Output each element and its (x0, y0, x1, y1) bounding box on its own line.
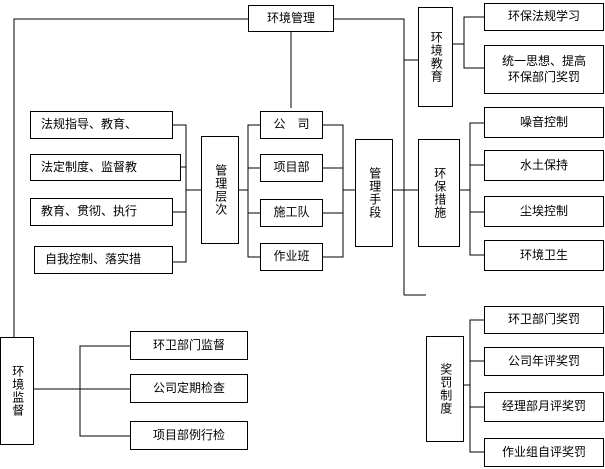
root-node: 环境管理 (248, 5, 334, 32)
education-item-laws: 环保法规学习 (484, 3, 604, 31)
connector-root-to-right-spine (334, 18, 405, 108)
duty-project-dept: 法定制度、监督教 (30, 154, 181, 181)
connector-duties-bracket (173, 124, 187, 263)
connector-education-bracket (463, 16, 484, 69)
supervision-sanitation-dept: 环卫部门监督 (130, 331, 248, 360)
rewards-label: 奖罚制度 (426, 336, 464, 442)
education-label: 环境教育 (418, 7, 453, 107)
duty-work-crew: 自我控制、落实措 (34, 246, 173, 274)
rewards-sanitation-dept: 环卫部门奖罚 (484, 306, 604, 334)
measures-dust: 尘埃控制 (484, 196, 604, 227)
duty-company: 法规指导、教育、 (30, 111, 173, 139)
education-item-rewards-line2: 环保部门奖罚 (507, 69, 580, 84)
connector-supervision-bracket (79, 345, 130, 437)
measures-noise: 噪音控制 (484, 107, 604, 138)
education-item-rewards-line1: 统一思想、提高 (501, 53, 586, 68)
duty-construction-team: 教育、贯彻、执行 (30, 198, 173, 226)
supervision-company-check: 公司定期检查 (130, 374, 248, 403)
level-work-crew: 作业班 (260, 243, 323, 271)
means-label: 管理手段 (355, 139, 393, 247)
levels-label: 管理层次 (201, 136, 239, 244)
supervision-project-check: 项目部例行检 (130, 421, 248, 450)
supervision-label: 环境监督 (0, 337, 34, 445)
education-item-rewards: 统一思想、提高 环保部门奖罚 (484, 45, 604, 94)
rewards-company-annual: 公司年评奖罚 (484, 347, 604, 376)
connector-rewards-bracket (469, 319, 484, 453)
connector-measures-bracket (469, 122, 484, 256)
connector-levels-to-means-bracket (323, 124, 344, 258)
level-project-dept: 项目部 (260, 154, 323, 182)
rewards-crew-self: 作业组自评奖罚 (484, 438, 604, 467)
level-construction-team: 施工队 (260, 199, 323, 227)
measures-label: 环保措施 (418, 139, 460, 247)
measures-sanitation: 环境卫生 (484, 240, 604, 271)
connector-levels-bracket-left (247, 124, 260, 258)
connector-root-to-supervision (13, 18, 248, 337)
measures-soil: 水土保持 (484, 150, 604, 181)
level-company: 公 司 (260, 111, 323, 139)
rewards-manager-monthly: 经理部月评奖罚 (484, 392, 604, 422)
